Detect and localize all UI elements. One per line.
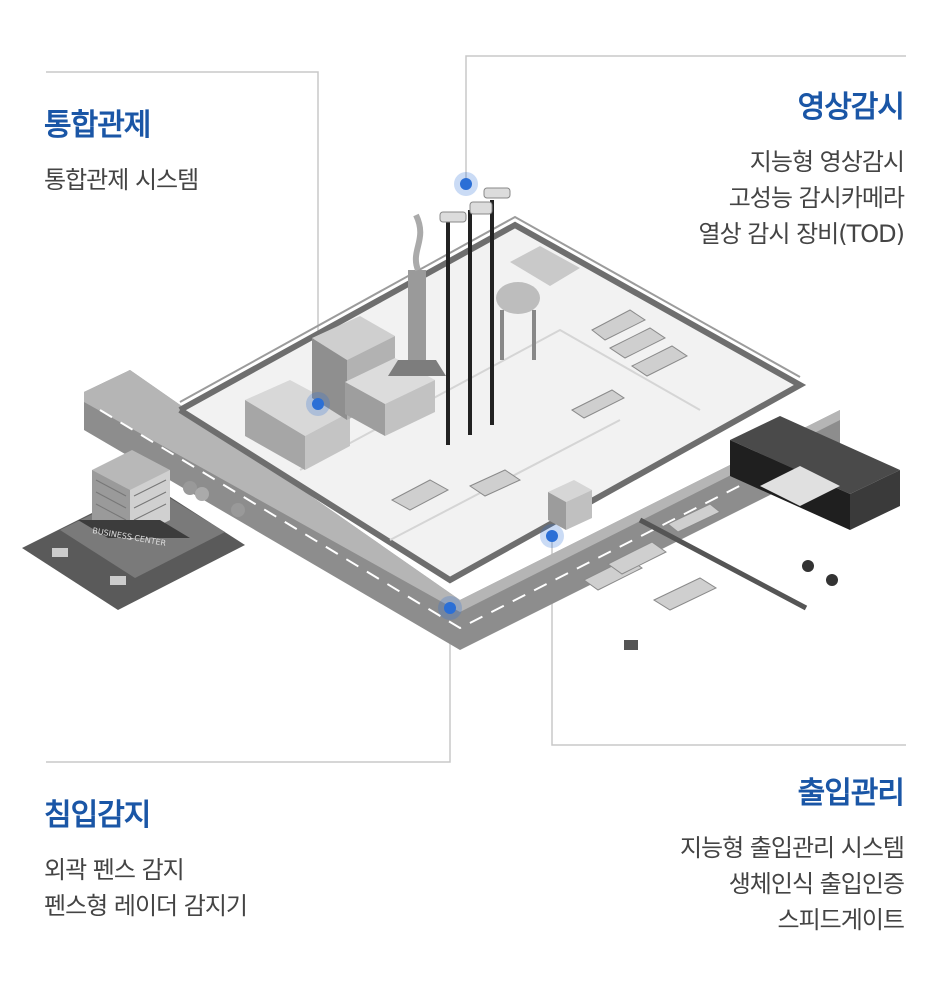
callout-access-control: 출입관리 지능형 출입관리 시스템 생체인식 출입인증 스피드게이트 bbox=[679, 768, 905, 938]
callout-title: 출입관리 bbox=[797, 776, 905, 811]
marker-intrusion bbox=[438, 596, 462, 620]
marker-integrated bbox=[306, 392, 330, 416]
cctv-cameras bbox=[439, 187, 511, 223]
callout-item: 지능형 영상감시 bbox=[749, 148, 905, 176]
forklift bbox=[624, 640, 638, 650]
security-gate bbox=[548, 480, 592, 530]
factory-buildings bbox=[245, 213, 580, 470]
callout-title: 영상감시 bbox=[797, 90, 905, 125]
warehouse bbox=[730, 416, 900, 530]
callout-video-surveillance: 영상감시 지능형 영상감시 고성능 감시카메라 열상 감시 장비(TOD) bbox=[699, 82, 905, 252]
trucks bbox=[390, 309, 721, 611]
markers bbox=[306, 172, 564, 620]
callout-title: 침입감지 bbox=[44, 798, 151, 833]
marker-access bbox=[540, 524, 564, 548]
callout-item: 생체인식 출입인증 bbox=[728, 870, 905, 898]
callout-title: 통합관제 bbox=[44, 108, 151, 143]
business-center: BUSINESS CENTER bbox=[22, 450, 245, 610]
callout-item: 펜스형 레이더 감지기 bbox=[44, 892, 248, 920]
callout-intrusion-detection: 침입감지 외곽 펜스 감지 펜스형 레이더 감지기 bbox=[44, 790, 248, 924]
callout-item: 고성능 감시카메라 bbox=[728, 184, 905, 212]
leader-line-integrated bbox=[46, 71, 319, 400]
callout-item: 외곽 펜스 감지 bbox=[44, 856, 185, 884]
leader-line-intrusion bbox=[46, 608, 451, 763]
callout-integrated-control: 통합관제 통합관제 시스템 bbox=[44, 100, 199, 198]
camera-poles bbox=[446, 200, 494, 445]
leader-line-access bbox=[551, 536, 906, 746]
outer-fence bbox=[638, 517, 808, 611]
leader-lines bbox=[46, 55, 906, 763]
marker-video bbox=[454, 172, 478, 196]
callout-item: 스피드게이트 bbox=[777, 906, 905, 934]
callout-item: 지능형 출입관리 시스템 bbox=[679, 834, 905, 862]
leader-line-video bbox=[465, 55, 906, 184]
callout-item: 열상 감시 장비(TOD) bbox=[698, 220, 905, 248]
callout-item: 통합관제 시스템 bbox=[44, 166, 199, 194]
